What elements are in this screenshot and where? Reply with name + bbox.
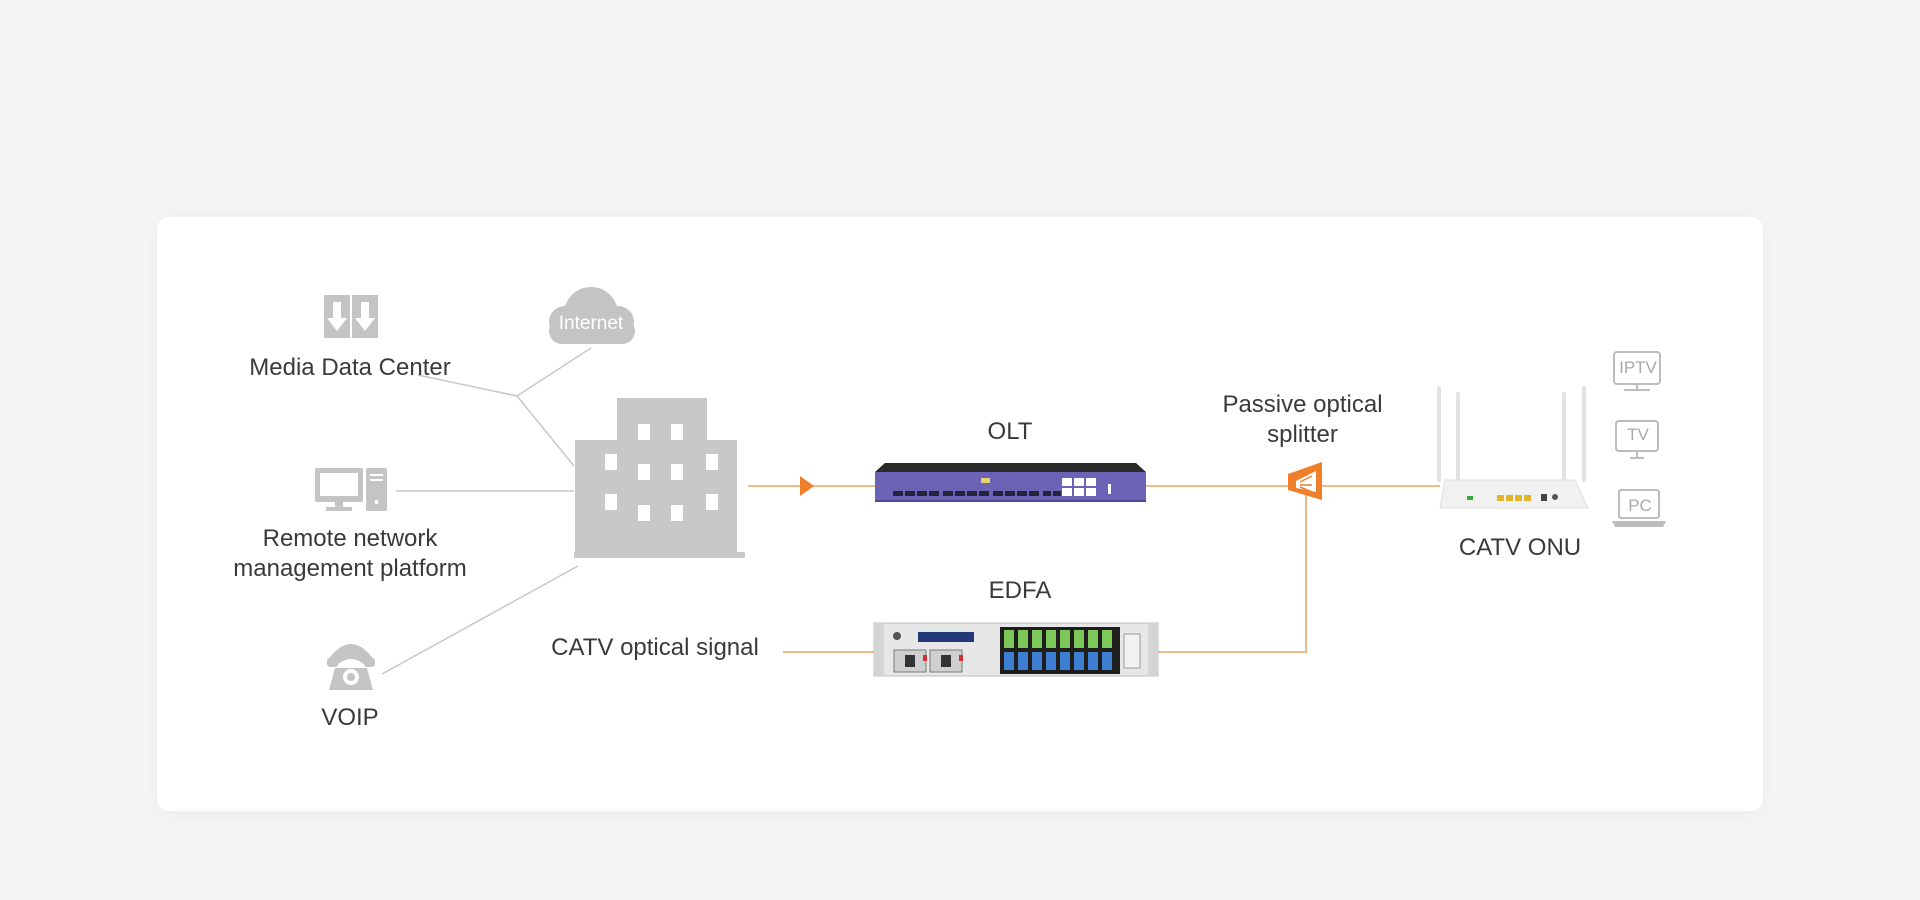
desktop-computer-icon [315, 468, 387, 511]
media-data-center-label: Media Data Center [249, 354, 451, 381]
hub-to-building-line [516, 395, 575, 467]
iptv-monitor-icon [1613, 351, 1661, 391]
voip-label: VOIP [321, 704, 379, 731]
download-arrows-icon [324, 295, 378, 338]
edfa-device [873, 622, 1159, 677]
catv-onu-label: CATV ONU [1458, 534, 1582, 561]
pc-label: PC [1628, 496, 1652, 515]
tv-label: TV [1627, 425, 1649, 444]
media-to-hub-line [417, 374, 518, 397]
remote-platform-label: Remote network management platform [233, 525, 467, 582]
diagram-card [157, 217, 1763, 811]
signal-arrow-icon [800, 476, 814, 496]
iptv-label: IPTV [1619, 358, 1657, 377]
internet-label: Internet [558, 313, 624, 334]
internet-to-hub-line [516, 347, 592, 397]
catv-optical-signal-label: CATV optical signal [551, 634, 759, 661]
telephone-icon [327, 644, 375, 690]
connector-lines [381, 347, 592, 675]
splitter-label: Passive optical splitter [1222, 391, 1383, 448]
laptop-icon [1612, 489, 1666, 527]
router-icon [1437, 386, 1589, 509]
edfa-label: EDFA [988, 577, 1052, 604]
optical-splitter-icon [1288, 462, 1322, 500]
cloud-icon [549, 287, 635, 344]
voip-to-building-line [381, 565, 579, 675]
edfa-to-splitter-fiber [1158, 494, 1307, 653]
olt-device [875, 463, 1146, 502]
olt-label: OLT [987, 418, 1033, 445]
tv-icon [1615, 420, 1659, 459]
building-icon [574, 398, 745, 558]
